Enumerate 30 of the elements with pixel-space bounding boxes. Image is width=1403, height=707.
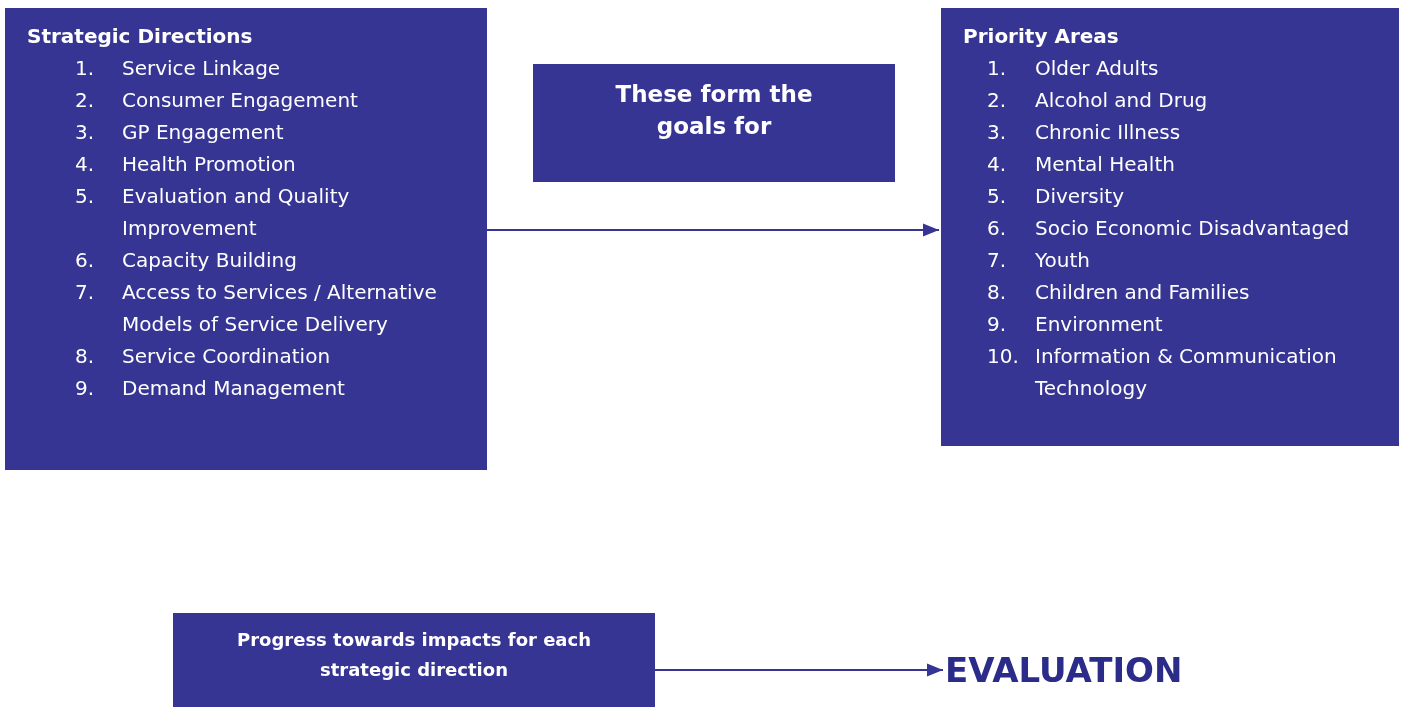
list-item: 2. Consumer Engagement [75, 87, 359, 114]
list-item: 2. Alcohol and Drug [987, 87, 1209, 114]
list-item: 7. Access to Services / Alternative Models of Service Delivery [75, 279, 438, 338]
box-text: Progress towards impacts for each strategic direction [236, 628, 592, 682]
arrow [654, 663, 944, 677]
list-box [941, 8, 1399, 446]
list-item: 3. Chronic Illness [987, 119, 1182, 146]
list-item: 7. Youth [987, 247, 1091, 274]
list-item: 1. Service Linkage [75, 55, 282, 82]
process-box [533, 64, 895, 182]
box-text: These form the goals for [614, 80, 814, 141]
list-item: 1. Older Adults [987, 55, 1160, 82]
list-item: 9. Demand Management [75, 375, 346, 402]
list-item: 8. Service Coordination [75, 343, 332, 370]
process-box [173, 613, 655, 707]
list-item: 3. GP Engagement [75, 119, 285, 146]
list-item: 5. Diversity [987, 183, 1125, 210]
box-heading: Strategic Directions [27, 24, 253, 48]
list-item: 6. Capacity Building [75, 247, 298, 274]
list-item: 8. Children and Families [987, 279, 1251, 306]
list-item: 5. Evaluation and Quality Improvement [75, 183, 351, 242]
list-box [5, 8, 487, 470]
arrow [486, 223, 940, 237]
list-item: 10. Information & Communication Technology [987, 343, 1338, 402]
list-item: 4. Mental Health [987, 151, 1176, 178]
heading-text: EVALUATION [945, 650, 1183, 690]
list-item: 9. Environment [987, 311, 1164, 338]
list-item: 4. Health Promotion [75, 151, 297, 178]
list-item: 6. Socio Economic Disadvantaged [987, 215, 1351, 242]
box-heading: Priority Areas [963, 24, 1119, 48]
